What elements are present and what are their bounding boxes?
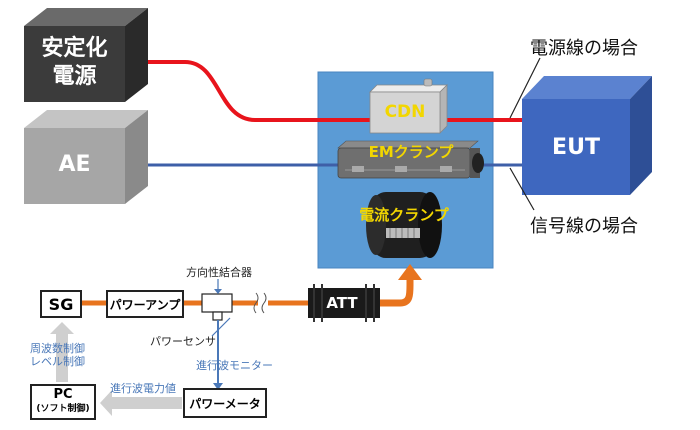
control-labels: 周波数制御 レベル制御 [30, 342, 85, 368]
eut-label: EUT [552, 135, 600, 160]
cdn-label: CDN [384, 102, 426, 122]
attenuator-icon [308, 284, 380, 322]
em-clamp-body [337, 140, 484, 179]
gray-arrow-meter-pc [100, 390, 182, 416]
current-clamp-label: 電流クランプ [359, 206, 449, 224]
gray-arrow-pc-sg [50, 322, 74, 382]
note-power-line: 電源線の場合 [530, 38, 638, 59]
callout-power [509, 57, 541, 119]
att-label: ATT [326, 294, 358, 312]
current-clamp-body [366, 192, 442, 258]
power-sensor-label: パワーセンサ [150, 335, 216, 348]
arrow-up-icon [398, 264, 422, 280]
cdn-box [369, 78, 448, 134]
coupler-label: 方向性結合器 [186, 266, 252, 279]
power-supply-label: 安定化 電源 [24, 35, 125, 91]
power-amp-box: パワーアンプ [106, 290, 184, 318]
freq-control-label: 周波数制御 [30, 342, 85, 355]
power-supply-box [24, 8, 148, 102]
pc-sublabel: (ソフト制御) [36, 404, 90, 414]
note-signal-line: 信号線の場合 [530, 216, 638, 237]
pc-label: PC [53, 387, 73, 402]
callout-signal [509, 167, 535, 211]
eut-box [522, 76, 652, 195]
power-line-left [148, 60, 318, 122]
ae-label: AE [58, 152, 91, 177]
cable-att-panel [380, 278, 414, 307]
power-supply-label-line2: 電源 [52, 64, 97, 89]
forward-power-value-label: 進行波電力値 [110, 382, 176, 395]
pc-box: PC (ソフト制御) [30, 384, 96, 420]
sg-box: SG [40, 290, 82, 318]
cable-break-icon [253, 292, 267, 314]
power-meter-box: パワーメータ [183, 388, 267, 418]
level-control-label: レベル制御 [30, 355, 85, 368]
ae-box [24, 110, 148, 204]
coupler-icon [201, 293, 233, 321]
em-clamp-label: EMクランプ [368, 143, 454, 161]
power-supply-label-line1: 安定化 [41, 36, 108, 61]
forward-monitor-label: 進行波モニター [196, 359, 273, 372]
